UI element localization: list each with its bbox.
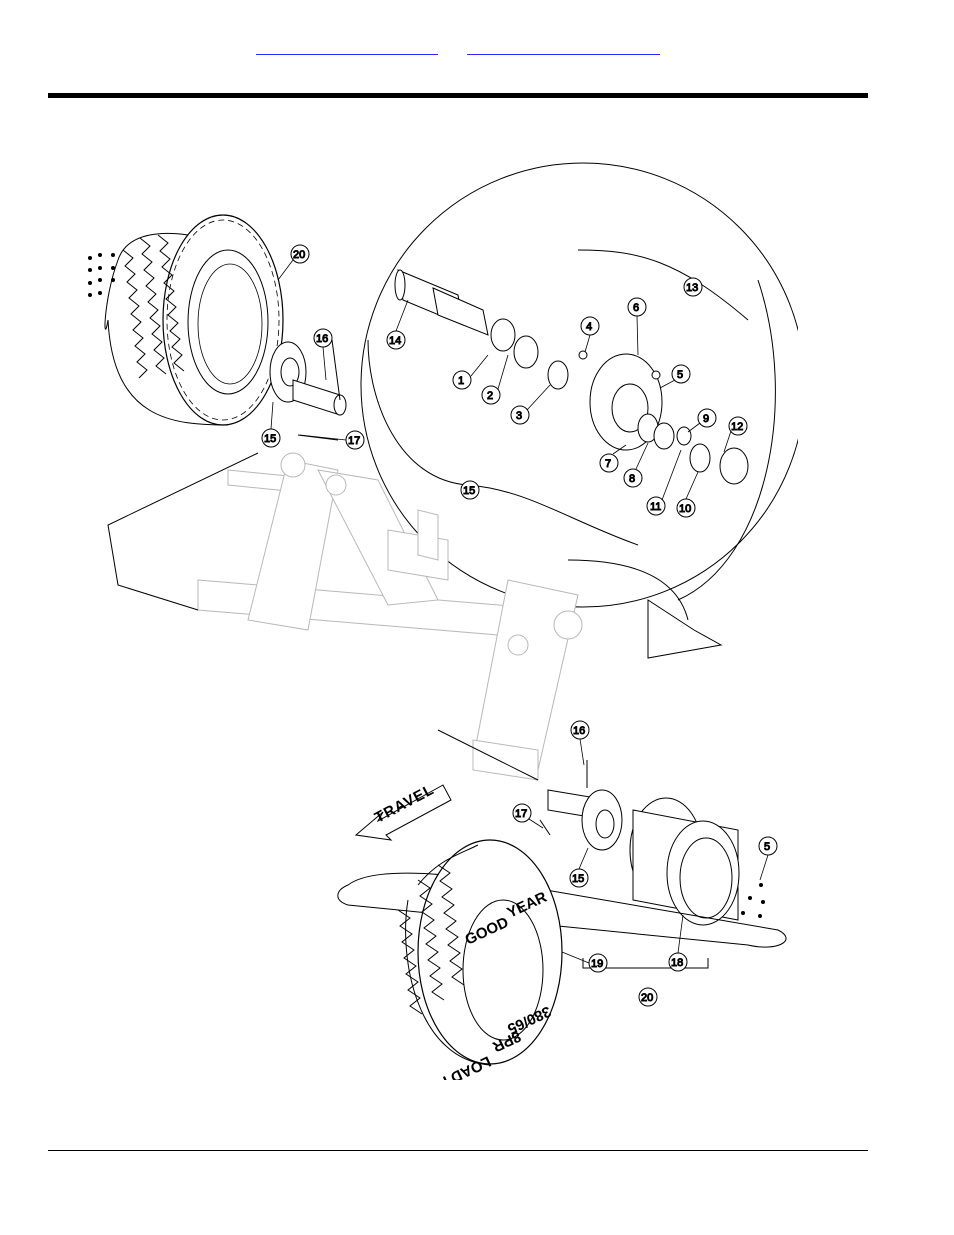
callout-20-bottom: 20 <box>639 988 657 1006</box>
svg-text:10: 10 <box>679 503 691 515</box>
upper-hub <box>270 340 346 440</box>
callout-12: 12 <box>729 417 747 435</box>
callout-13: 13 <box>684 278 702 296</box>
callout-18: 18 <box>669 953 687 971</box>
detail-arrow-curve-2 <box>568 560 688 620</box>
lower-hub <box>540 760 739 925</box>
svg-text:1: 1 <box>458 375 464 387</box>
top-rule <box>48 93 868 98</box>
lower-lug-nuts <box>741 883 765 918</box>
callout-8: 8 <box>624 469 642 487</box>
callout-14: 14 <box>387 331 405 349</box>
svg-text:20: 20 <box>293 249 305 261</box>
callout-1: 1 <box>453 371 471 389</box>
callout-20-top: 20 <box>291 245 309 263</box>
callout-4: 4 <box>581 317 599 335</box>
callout-6: 6 <box>628 298 646 316</box>
travel-arrow: TRAVEL <box>356 781 451 840</box>
svg-text:7: 7 <box>605 458 611 470</box>
callout-3: 3 <box>511 406 529 424</box>
bottom-rule <box>48 1150 868 1151</box>
svg-text:2: 2 <box>487 390 493 402</box>
callout-2: 2 <box>482 386 500 404</box>
callout-7: 7 <box>600 454 618 472</box>
svg-text:18: 18 <box>671 957 683 969</box>
header-links <box>0 38 954 58</box>
svg-text:11: 11 <box>650 501 661 513</box>
bracket-13 <box>578 250 748 320</box>
svg-text:3: 3 <box>516 410 522 422</box>
callout-15-detail: 15 <box>461 481 479 499</box>
svg-text:5: 5 <box>677 369 683 381</box>
callout-9: 9 <box>698 409 716 427</box>
svg-text:6: 6 <box>633 302 639 314</box>
svg-text:16: 16 <box>573 725 585 737</box>
callout-16-bottom: 16 <box>571 721 589 739</box>
svg-text:15: 15 <box>264 433 276 445</box>
callout-17-top: 17 <box>346 431 364 449</box>
lower-tire: GOOD YEAR 380/65 8PR LOAD F <box>398 840 562 1080</box>
svg-text:13: 13 <box>686 282 698 294</box>
svg-text:14: 14 <box>389 335 401 347</box>
svg-text:20: 20 <box>641 992 653 1004</box>
svg-text:12: 12 <box>731 421 743 433</box>
axle-exploded-diagram: GOOD YEAR 380/65 8PR LOAD F TRAVEL 20 16… <box>78 140 798 1080</box>
svg-text:17: 17 <box>515 808 527 820</box>
callout-5-bottom: 5 <box>759 837 777 855</box>
callout-10: 10 <box>677 499 695 517</box>
svg-text:9: 9 <box>703 413 709 425</box>
header-link-1[interactable] <box>256 38 438 55</box>
detail-arrow-curve <box>678 280 775 600</box>
callout-15-top: 15 <box>262 429 280 447</box>
svg-text:8: 8 <box>629 473 635 485</box>
callout-16-top: 16 <box>314 329 332 347</box>
svg-text:17: 17 <box>348 435 360 447</box>
svg-text:15: 15 <box>463 485 475 497</box>
svg-text:4: 4 <box>586 321 592 333</box>
diagram-canvas: GOOD YEAR 380/65 8PR LOAD F TRAVEL 20 16… <box>78 140 798 1080</box>
svg-text:15: 15 <box>572 873 584 885</box>
callout-17-bottom: 17 <box>513 804 531 822</box>
spindle-detail <box>395 270 748 484</box>
upper-tire <box>88 215 283 425</box>
svg-text:16: 16 <box>316 333 328 345</box>
callout-19: 19 <box>589 954 607 972</box>
header-link-2[interactable] <box>467 38 660 55</box>
callout-15-bottom: 15 <box>570 869 588 887</box>
axle-frame <box>198 453 582 780</box>
svg-text:5: 5 <box>764 841 770 853</box>
svg-text:19: 19 <box>591 958 603 970</box>
